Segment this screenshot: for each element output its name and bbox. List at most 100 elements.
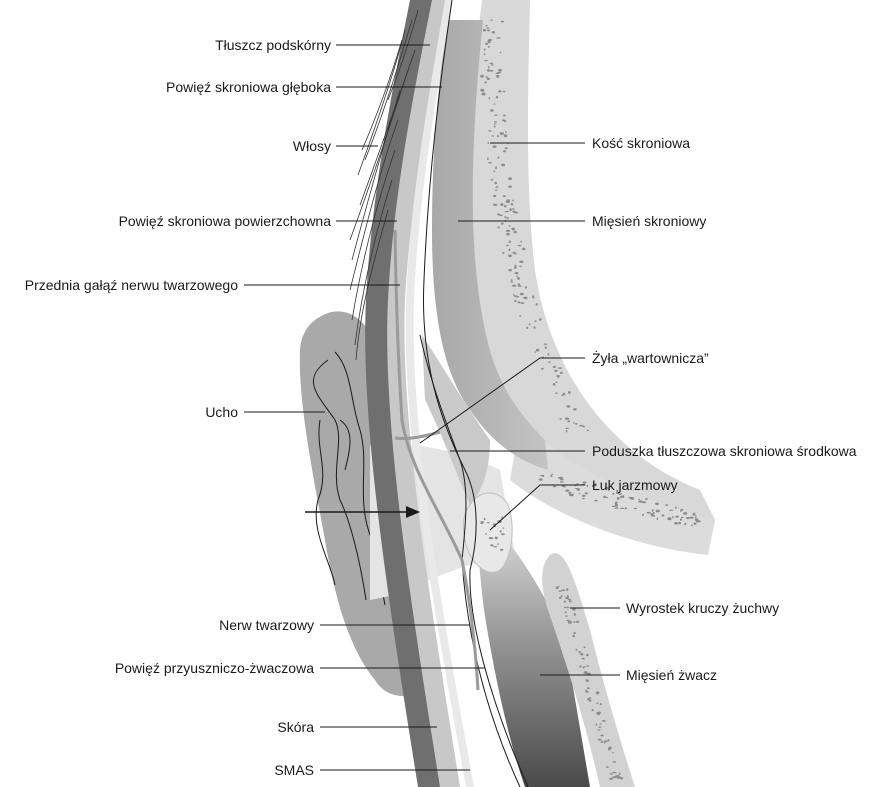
bone-speckle: [554, 370, 558, 372]
bone-speckle: [596, 702, 598, 704]
bone-speckle: [642, 514, 644, 516]
bone-speckle: [501, 21, 504, 23]
bone-speckle: [585, 690, 587, 692]
label-facial-nerve: Nerw twarzowy: [219, 617, 314, 633]
bone-speckle: [506, 233, 510, 236]
bone-speckle: [587, 687, 590, 689]
bone-speckle: [594, 500, 598, 502]
bone-speckle: [548, 362, 551, 363]
bone-speckle: [488, 130, 492, 131]
bone-speckle: [495, 537, 498, 540]
bone-speckle: [518, 301, 521, 303]
bone-speckle: [514, 212, 518, 214]
bone-speckle: [566, 620, 570, 621]
bone-speckle: [596, 723, 598, 726]
bone-speckle: [584, 646, 586, 648]
bone-speckle: [693, 523, 696, 525]
bone-speckle: [500, 530, 502, 533]
bone-speckle: [625, 507, 627, 509]
bone-speckle: [505, 211, 509, 212]
bone-speckle: [542, 475, 544, 477]
bone-speckle: [560, 481, 564, 483]
bone-speckle: [490, 544, 493, 546]
bone-speckle: [509, 225, 511, 227]
bone-speckle: [503, 195, 506, 197]
bone-speckle: [586, 680, 589, 682]
bone-speckle: [545, 346, 547, 349]
bone-speckle: [508, 185, 512, 187]
bone-speckle: [493, 171, 495, 172]
bone-speckle: [480, 523, 483, 524]
bone-speckle: [541, 368, 544, 370]
bone-speckle: [519, 266, 522, 267]
bone-speckle: [534, 320, 536, 322]
bone-speckle: [494, 126, 496, 128]
bone-speckle: [508, 255, 512, 258]
bone-speckle: [485, 25, 487, 27]
bone-speckle: [489, 70, 493, 72]
bone-speckle: [488, 46, 490, 48]
bone-speckle: [533, 326, 535, 328]
bone-speckle: [572, 635, 574, 638]
bone-speckle: [685, 523, 687, 525]
bone-speckle: [497, 135, 499, 137]
bone-speckle: [612, 493, 614, 495]
bone-speckle: [674, 522, 678, 525]
bone-speckle: [486, 27, 489, 28]
bone-speckle: [642, 501, 646, 503]
bone-speckle: [508, 269, 512, 271]
bone-speckle: [495, 166, 497, 169]
bone-speckle: [620, 496, 624, 498]
bone-speckle: [680, 518, 682, 521]
bone-speckle: [657, 518, 659, 521]
bone-speckle: [494, 115, 497, 116]
bone-speckle: [516, 296, 519, 298]
label-deep-temporal-fascia: Powięź skroniowa głęboka: [166, 79, 331, 95]
bone-speckle: [501, 223, 504, 225]
bone-speckle: [575, 488, 579, 489]
bone-speckle: [500, 549, 503, 551]
bone-speckle: [495, 182, 497, 185]
bone-speckle: [558, 367, 562, 369]
bone-speckle: [616, 775, 619, 777]
bone-speckle: [504, 134, 507, 137]
bone-speckle: [620, 508, 624, 509]
bone-speckle: [597, 730, 601, 731]
bone-speckle: [573, 422, 575, 424]
bone-speckle: [600, 703, 602, 705]
bone-speckle: [493, 145, 497, 147]
bone-speckle: [559, 418, 561, 420]
bone-speckle: [532, 296, 534, 297]
bone-speckle: [612, 772, 616, 773]
bone-speckle: [583, 426, 585, 428]
bone-speckle: [550, 475, 552, 477]
bone-speckle: [604, 741, 606, 744]
bone-speckle: [515, 272, 519, 274]
label-coronoid-process: Wyrostek kruczy żuchwy: [626, 600, 779, 616]
bone-speckle: [487, 158, 489, 161]
bone-speckle: [557, 375, 560, 378]
bone-speckle: [503, 150, 506, 152]
bone-speckle: [493, 195, 496, 197]
bone-speckle: [491, 64, 494, 66]
bone-speckle: [634, 508, 637, 509]
bone-speckle: [480, 75, 484, 78]
bone-speckle: [516, 276, 518, 277]
bone-speckle: [506, 217, 509, 218]
bone-speckle: [484, 518, 486, 521]
label-superficial-temporal-fascia: Powięź skroniowa powierzchowna: [119, 213, 332, 229]
bone-speckle: [678, 522, 681, 525]
bone-speckle: [614, 507, 618, 508]
bone-speckle: [504, 120, 506, 123]
bone-speckle: [487, 69, 490, 72]
bone-speckle: [631, 497, 635, 500]
bone-speckle: [529, 323, 531, 325]
bone-speckle: [490, 63, 494, 64]
bone-speckle: [553, 366, 556, 368]
bone-speckle: [568, 391, 571, 394]
bone-speckle: [487, 30, 490, 32]
bone-speckle: [566, 607, 569, 609]
bone-speckle: [494, 123, 496, 124]
bone-speckle: [559, 477, 563, 480]
bone-speckle: [564, 486, 566, 487]
